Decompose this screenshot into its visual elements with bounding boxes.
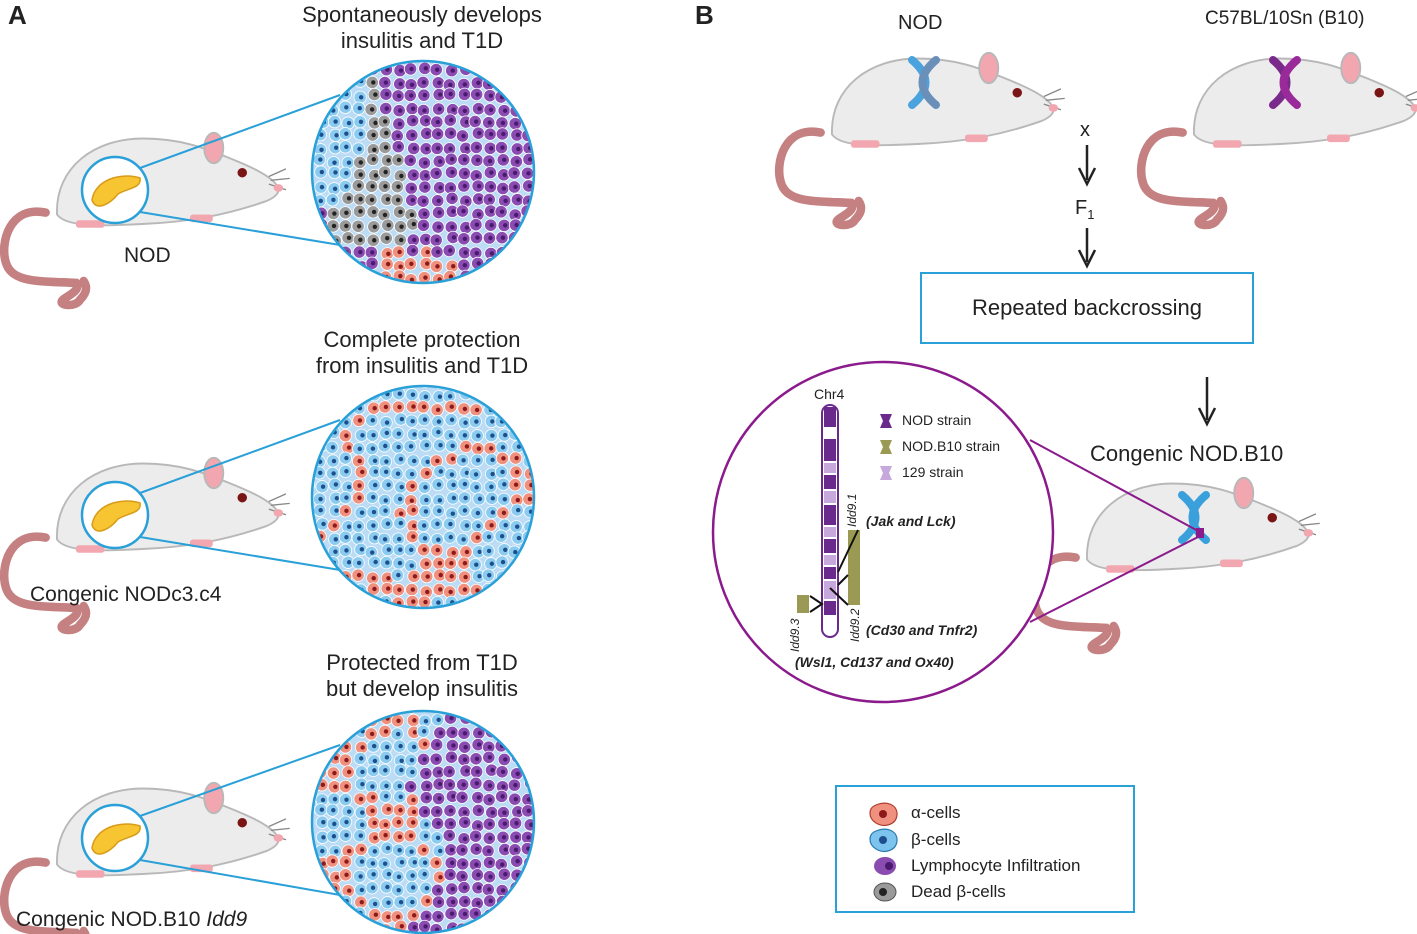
nodb10-strain-swatch-icon: [880, 440, 892, 454]
legend-dead-cells: Dead β-cells: [911, 882, 1006, 901]
parent-b10-label: C57BL/10Sn (B10): [1205, 8, 1365, 29]
row3-mouse-label-text: Congenic NOD.B10: [16, 908, 207, 931]
f1-label-subscript: 1: [1087, 207, 1095, 222]
dead-cell-icon: [873, 882, 897, 902]
locus-idd9-1-genes: (Jak and Lck): [866, 513, 956, 529]
pancreas-icon: [80, 155, 150, 225]
row3-mouse-label-italic: Idd9: [206, 908, 248, 931]
locus-idd9-3-label: Idd9.3: [788, 618, 802, 652]
strain-legend: [880, 414, 892, 480]
arrow-down-icon: [1077, 145, 1097, 187]
row1-title-line2: insulitis and T1D: [340, 28, 504, 54]
pancreas-icon: [80, 480, 150, 550]
strain-legend-129: 129 strain: [902, 464, 964, 480]
mouse-congenic-nodb10: [1034, 478, 1320, 650]
panel-a-letter: A: [8, 0, 27, 30]
locus-idd9-1-label: Idd9.1: [845, 493, 859, 527]
alpha-cell-icon: [869, 802, 898, 826]
strain-legend-nodb10: NOD.B10 strain: [902, 438, 1001, 454]
f1-label-text: F: [1075, 197, 1088, 219]
row3-title: Protected from T1D but develop insulitis: [262, 650, 582, 703]
islet-circle-3: [310, 709, 536, 934]
islet-circle-2: [310, 384, 536, 610]
mouse-nod: [4, 133, 290, 305]
row1-mouse-label: NOD: [124, 244, 171, 267]
row1-title-line1: Spontaneously develops: [302, 2, 542, 27]
locus-idd9-2-genes: (Cd30 and Tnfr2): [866, 622, 978, 638]
chromosome-zoom-circle: [711, 360, 1055, 704]
strain-legend-nod: NOD strain: [902, 412, 972, 428]
mouse-b10-parent: [1141, 53, 1417, 225]
backcross-label: Repeated backcrossing: [972, 295, 1202, 320]
row3-title-line1: Protected from T1D: [326, 650, 518, 675]
panel-b-letter: B: [695, 0, 714, 30]
row2-title: Complete protection from insulitis and T…: [262, 327, 582, 380]
row2-mouse-label: Congenic NODc3.c4: [30, 583, 222, 606]
legend-beta-cells: β-cells: [911, 830, 961, 849]
row1-title: Spontaneously develops insulitis and T1D: [262, 2, 582, 55]
chromosome-4: [797, 404, 860, 638]
beta-cell-icon: [869, 828, 898, 852]
locus-idd9-3-genes: (Wsl1, Cd137 and Ox40): [795, 654, 954, 670]
row2-title-line1: Complete protection: [323, 327, 521, 352]
chromosome-icon: [1269, 56, 1301, 109]
row2-title-line2: from insulitis and T1D: [315, 353, 529, 379]
pancreas-icon: [80, 803, 150, 873]
panel-b: [711, 53, 1417, 913]
row3-title-line2: but develop insulitis: [325, 676, 518, 702]
locus-idd9-2-label: Idd9.2: [848, 608, 862, 642]
legend-lymphocytes: Lymphocyte Infiltration: [911, 856, 1081, 875]
row3-mouse-label: Congenic NOD.B10 Idd9: [16, 907, 247, 932]
parent-nod-label: NOD: [898, 12, 943, 34]
f1-label: F1: [1075, 196, 1094, 223]
islet-circle-1: [310, 59, 536, 285]
panel-a: [4, 59, 536, 934]
cross-symbol: x: [1080, 119, 1090, 141]
backcross-box: [920, 272, 1254, 344]
chromosome-icon: [908, 56, 940, 109]
legend-alpha-cells: α-cells: [911, 803, 961, 822]
congenic-label: Congenic NOD.B10: [1090, 441, 1284, 466]
chromosome-icon: [1178, 491, 1210, 544]
arrow-down-icon: [1197, 377, 1217, 427]
chromosome-name: Chr4: [814, 386, 845, 402]
lymphocyte-icon: [874, 857, 896, 875]
nod-strain-swatch-icon: [880, 414, 892, 428]
arrow-down-icon: [1077, 228, 1097, 269]
129-strain-swatch-icon: [880, 466, 892, 480]
